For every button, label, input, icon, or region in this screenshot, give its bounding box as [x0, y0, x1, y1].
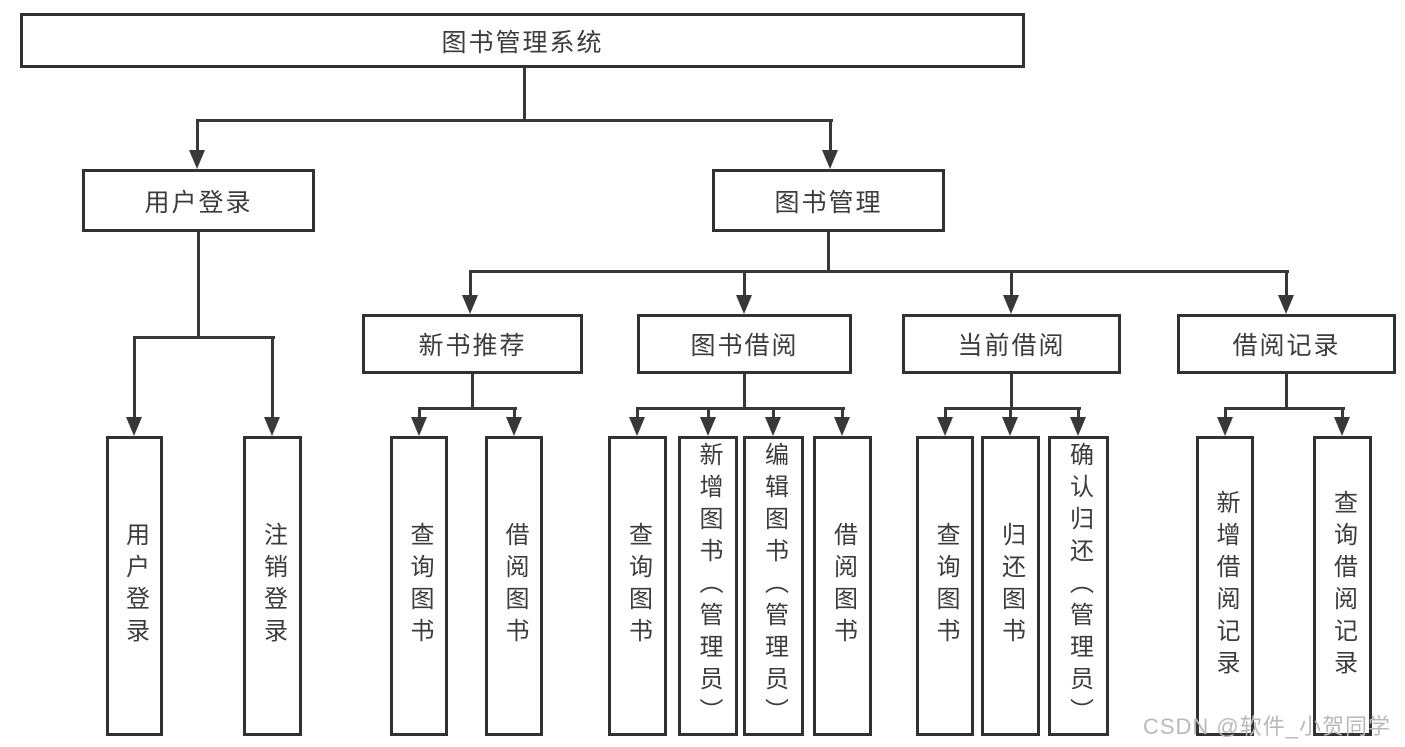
arrow-shaft: [1008, 408, 1012, 422]
connector-vertical-line: [1009, 374, 1013, 410]
connector-vertical-line: [470, 374, 474, 410]
arrow-shaft: [706, 408, 710, 422]
arrow-shaft: [840, 408, 844, 422]
node-leaf-borrow-books-rec: 借阅图书: [485, 436, 543, 736]
arrow-shaft: [1076, 408, 1080, 422]
arrow-shaft: [1284, 271, 1288, 300]
arrow-down-icon: [629, 417, 645, 436]
arrow-down-icon: [1334, 417, 1350, 436]
arrow-down-icon: [937, 417, 953, 436]
node-leaf-add-borrow-record: 新增借阅记录: [1196, 436, 1254, 736]
arrow-shaft: [1009, 271, 1013, 300]
node-user-login: 用户登录: [82, 169, 315, 232]
node-leaf-add-books-admin: 新增图书（管理员）: [678, 436, 738, 736]
node-leaf-user-login: 用户登录: [106, 436, 163, 736]
connector-vertical-line: [196, 232, 200, 339]
arrow-down-icon: [700, 417, 716, 436]
node-leaf-return-books: 归还图书: [981, 436, 1040, 736]
node-book-management: 图书管理: [712, 169, 945, 232]
node-leaf-borrow-books-bb: 借阅图书: [813, 436, 872, 736]
node-leaf-confirm-return: 确认归还（管理员）: [1048, 436, 1109, 736]
arrow-down-icon: [264, 417, 280, 436]
arrow-shaft: [1223, 408, 1227, 422]
arrow-down-icon: [189, 150, 205, 169]
arrow-down-icon: [1002, 417, 1018, 436]
arrow-down-icon: [126, 417, 142, 436]
connector-vertical-line: [826, 232, 830, 273]
node-leaf-logout: 注销登录: [243, 436, 302, 736]
csdn-watermark: CSDN @软件_小贺同学: [1142, 714, 1391, 739]
node-leaf-query-books-rec: 查询图书: [390, 436, 448, 736]
arrow-shaft: [270, 337, 274, 422]
arrow-shaft: [512, 408, 516, 422]
arrow-shaft: [828, 120, 832, 155]
connector-vertical-line: [1284, 374, 1288, 410]
connector-vertical-line: [522, 68, 526, 121]
arrow-shaft: [468, 271, 472, 300]
arrow-shaft: [771, 408, 775, 422]
arrow-down-icon: [736, 295, 752, 314]
arrow-shaft: [132, 337, 136, 422]
arrow-shaft: [195, 120, 199, 155]
connector-horizontal-line: [943, 406, 1081, 410]
connector-horizontal-line: [1223, 406, 1345, 410]
node-leaf-query-books-cur: 查询图书: [916, 436, 974, 736]
connector-horizontal-line: [195, 118, 833, 122]
arrow-down-icon: [765, 417, 781, 436]
connector-horizontal-line: [417, 406, 517, 410]
node-leaf-edit-books-admin: 编辑图书（管理员）: [743, 436, 804, 736]
arrow-down-icon: [1217, 417, 1233, 436]
connector-horizontal-line: [132, 335, 275, 339]
node-borrow-records: 借阅记录: [1177, 314, 1396, 374]
arrow-down-icon: [1070, 417, 1086, 436]
connector-horizontal-line: [468, 269, 1289, 273]
arrow-shaft: [1340, 408, 1344, 422]
arrow-shaft: [417, 408, 421, 422]
node-book-borrowing: 图书借阅: [637, 314, 852, 374]
arrow-down-icon: [411, 417, 427, 436]
arrow-down-icon: [834, 417, 850, 436]
arrow-shaft: [742, 271, 746, 300]
arrow-shaft: [635, 408, 639, 422]
connector-vertical-line: [742, 374, 746, 410]
node-new-book-recommend: 新书推荐: [362, 314, 583, 374]
arrow-down-icon: [822, 150, 838, 169]
node-system-root: 图书管理系统: [20, 13, 1025, 68]
arrow-down-icon: [506, 417, 522, 436]
arrow-down-icon: [462, 295, 478, 314]
node-current-borrowing: 当前借阅: [902, 314, 1121, 374]
arrow-down-icon: [1003, 295, 1019, 314]
node-leaf-query-borrow-record: 查询借阅记录: [1313, 436, 1372, 736]
arrow-shaft: [943, 408, 947, 422]
node-leaf-query-books-bb: 查询图书: [608, 436, 667, 736]
connector-horizontal-line: [635, 406, 845, 410]
arrow-down-icon: [1278, 295, 1294, 314]
